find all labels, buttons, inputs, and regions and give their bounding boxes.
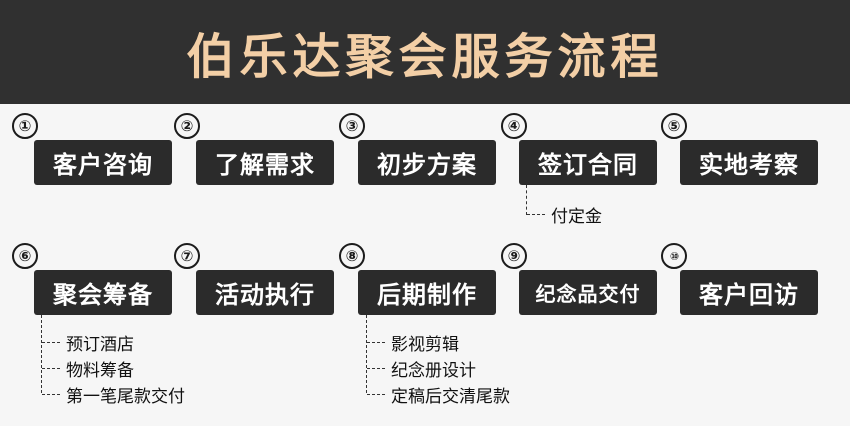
step-8-subitem-2: 纪念册设计	[367, 356, 476, 381]
step-box-10: 客户回访	[680, 270, 818, 315]
step-number-3: ③	[339, 113, 365, 139]
sub-connector	[42, 368, 60, 369]
step-box-9: 纪念品交付	[519, 270, 657, 315]
step-box-6: 聚会筹备	[34, 270, 172, 315]
step-6-subitem-3: 第一笔尾款交付	[42, 382, 185, 407]
sub-connector	[367, 368, 385, 369]
page-title: 伯乐达聚会服务流程	[186, 29, 664, 85]
sub-connector	[42, 342, 60, 343]
step-box-7: 活动执行	[196, 270, 334, 315]
step-8-subitem-3: 定稿后交清尾款	[367, 382, 510, 407]
step-number-4: ④	[501, 113, 527, 139]
sub-connector	[42, 394, 60, 395]
step-box-4: 签订合同	[519, 140, 657, 185]
step-box-2: 了解需求	[196, 140, 334, 185]
step-4-subitem-1: 付定金	[527, 202, 602, 227]
step-number-9: ⑨	[501, 243, 527, 269]
step-number-6: ⑥	[12, 243, 38, 269]
sub-connector	[527, 214, 545, 215]
step-number-7: ⑦	[174, 243, 200, 269]
step-6-subitem-1: 预订酒店	[42, 330, 134, 355]
step-box-3: 初步方案	[358, 140, 496, 185]
step-8-subitem-1: 影视剪辑	[367, 330, 459, 355]
step-8-subtree-line	[366, 315, 367, 393]
step-number-1: ①	[12, 113, 38, 139]
step-number-2: ②	[174, 113, 200, 139]
step-number-8: ⑧	[339, 243, 365, 269]
step-box-1: 客户咨询	[34, 140, 172, 185]
sub-connector	[367, 342, 385, 343]
sub-connector	[367, 394, 385, 395]
step-box-8: 后期制作	[358, 270, 496, 315]
step-6-subtree-line	[41, 315, 42, 393]
step-6-subitem-2: 物料筹备	[42, 356, 134, 381]
step-4-subtree-line	[526, 185, 527, 215]
step-number-10: ⑩	[661, 243, 687, 269]
header-banner: 伯乐达聚会服务流程	[0, 0, 850, 104]
step-box-5: 实地考察	[680, 140, 818, 185]
step-number-5: ⑤	[661, 113, 687, 139]
